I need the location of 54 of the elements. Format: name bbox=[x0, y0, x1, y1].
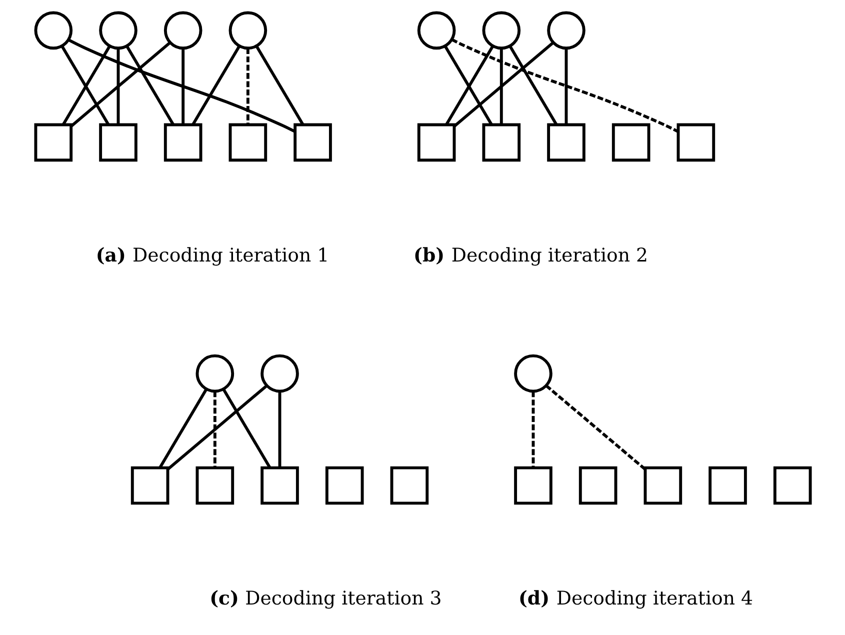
connector bbox=[499, 48, 502, 124]
connector bbox=[116, 48, 120, 124]
node-box bbox=[578, 466, 617, 505]
node-box bbox=[708, 466, 746, 505]
connector bbox=[246, 48, 249, 124]
node-box bbox=[228, 123, 267, 162]
connector bbox=[222, 388, 271, 468]
label: (d) Decoding iteration 4 bbox=[518, 587, 752, 610]
node-box bbox=[98, 123, 137, 162]
connector bbox=[452, 41, 554, 128]
connector bbox=[450, 38, 678, 133]
connector bbox=[166, 384, 268, 470]
connector bbox=[508, 46, 558, 126]
node-circle bbox=[260, 354, 298, 393]
node-box bbox=[260, 466, 298, 505]
node-circle bbox=[228, 11, 267, 50]
node-box bbox=[482, 123, 520, 162]
connector bbox=[278, 391, 281, 468]
connector bbox=[158, 388, 207, 468]
node-circle bbox=[416, 11, 456, 50]
connector bbox=[67, 38, 295, 133]
node-box bbox=[546, 123, 585, 162]
connector bbox=[125, 46, 174, 126]
connector bbox=[544, 384, 646, 470]
node-box bbox=[643, 466, 682, 505]
node-box bbox=[390, 466, 428, 505]
node-box bbox=[514, 466, 552, 505]
node-circle bbox=[163, 11, 202, 50]
node-circle bbox=[514, 354, 552, 393]
label: (b) Decoding iteration 2 bbox=[413, 244, 648, 266]
node-box bbox=[676, 123, 715, 162]
node-box bbox=[293, 123, 332, 162]
connector bbox=[181, 48, 184, 124]
connector bbox=[70, 41, 171, 128]
label: (c) Decoding iteration 3 bbox=[209, 587, 442, 610]
node-box bbox=[324, 466, 364, 505]
node-box bbox=[195, 466, 234, 505]
node-box bbox=[163, 123, 202, 162]
node-box bbox=[611, 123, 650, 162]
node-box bbox=[34, 123, 72, 162]
connector bbox=[531, 391, 534, 468]
node-circle bbox=[98, 11, 137, 50]
node-box bbox=[130, 466, 169, 505]
node-circle bbox=[34, 11, 72, 50]
node-circle bbox=[482, 11, 520, 50]
connector bbox=[254, 46, 304, 126]
node-box bbox=[772, 466, 812, 505]
node-box bbox=[416, 123, 456, 162]
connector bbox=[191, 46, 240, 126]
connector bbox=[564, 48, 568, 124]
node-circle bbox=[546, 11, 585, 50]
connector bbox=[212, 391, 216, 468]
label: (a) Decoding iteration 1 bbox=[95, 244, 329, 266]
node-circle bbox=[195, 354, 234, 393]
